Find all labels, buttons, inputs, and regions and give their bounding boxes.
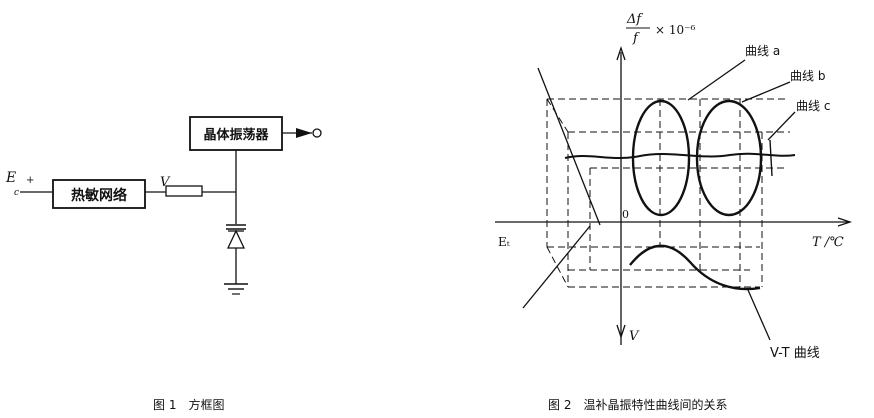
crystal-oscillator-label: 晶体振荡器 — [203, 127, 269, 143]
v-label: V — [160, 175, 171, 190]
curve-c-line — [564, 152, 796, 159]
slant-line-2 — [522, 225, 591, 309]
thermistor-network-label: 热敏网络 — [71, 187, 127, 204]
input-sub-label: c — [14, 188, 19, 198]
vt-curve — [629, 244, 761, 291]
resistor-symbol — [165, 185, 203, 197]
figure1-caption: 图 1 方框图 — [153, 398, 225, 412]
y-axis-label-bottom: f — [632, 31, 640, 46]
output-arrow-icon — [296, 128, 312, 138]
output-terminal-icon — [312, 128, 322, 138]
thermistor-network-box — [52, 179, 146, 209]
y-axis-arrow-icon — [616, 45, 626, 61]
y-axis-label-top: Δf — [626, 12, 643, 27]
curve-a-label: 曲线 a — [745, 44, 780, 58]
vt-curve-label: V-T 曲线 — [770, 346, 820, 361]
leader-curve-b — [741, 81, 791, 103]
leader-curve-a — [687, 59, 746, 101]
slant-line-1 — [537, 67, 601, 226]
input-label: E — [5, 170, 16, 186]
figure2-characteristic-curves: Δf f × 10⁻⁶ T /℃ 0 Eₜ V 曲线 a 曲线 b 曲线 c V… — [495, 12, 853, 361]
varactor-diode-icon — [226, 229, 246, 249]
curve-a-left-loop — [631, 99, 691, 217]
input-plus-label: + — [26, 175, 34, 186]
curve-b-label: 曲线 b — [790, 69, 825, 83]
curve-c-label: 曲线 c — [796, 99, 830, 113]
x-axis-label: T /℃ — [812, 235, 844, 250]
curve-b-right-loop — [695, 99, 763, 217]
x-axis-arrow-icon — [837, 217, 853, 227]
figure1-block-diagram: E c + 热敏网络 V 晶体振荡器 — [5, 116, 322, 295]
curve-c-tick — [769, 139, 773, 177]
leader-curve-c — [767, 111, 796, 141]
origin-label: 0 — [622, 208, 629, 221]
leader-vt-curve — [747, 289, 771, 341]
v-axis-arrow-icon — [616, 324, 626, 340]
ec-label: Eₜ — [498, 235, 510, 249]
figure2-caption: 图 2 温补晶振特性曲线间的关系 — [548, 398, 728, 412]
v-axis-label: V — [629, 329, 640, 344]
y-axis-multiplier: × 10⁻⁶ — [655, 23, 695, 37]
